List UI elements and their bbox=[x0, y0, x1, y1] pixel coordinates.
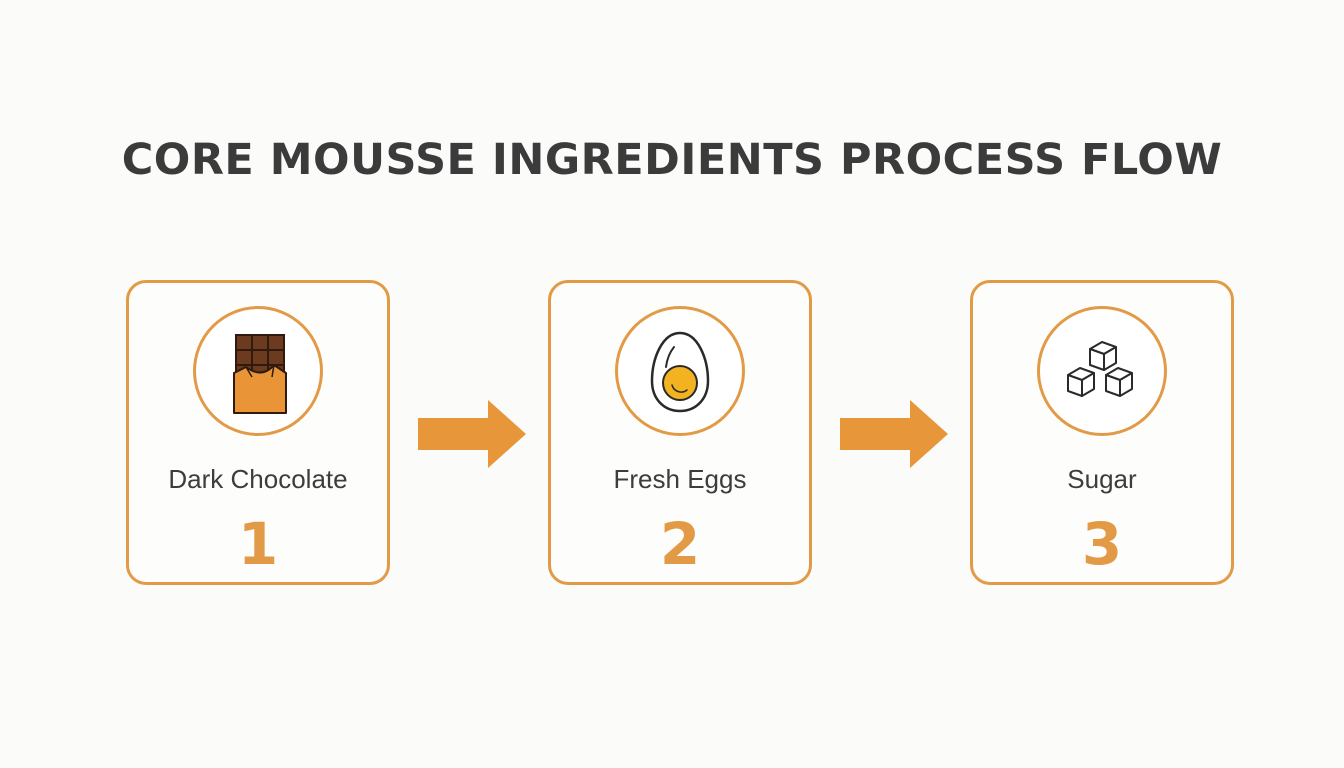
icon-circle bbox=[615, 306, 745, 436]
sugar-cubes-icon bbox=[1067, 341, 1133, 397]
diagram-title: CORE MOUSSE INGREDIENTS PROCESS FLOW bbox=[121, 135, 1223, 185]
step-label: Sugar bbox=[1067, 464, 1137, 494]
arrow-right-icon bbox=[418, 400, 526, 468]
step-number: 1 bbox=[237, 510, 279, 578]
step-number: 2 bbox=[659, 510, 701, 578]
step-label: Fresh Eggs bbox=[613, 464, 747, 494]
chocolate-bar-icon bbox=[233, 334, 287, 414]
step-number: 3 bbox=[1081, 510, 1123, 578]
arrow-right-icon bbox=[840, 400, 948, 468]
step-label: Dark Chocolate bbox=[168, 464, 348, 494]
icon-circle bbox=[1037, 306, 1167, 436]
icon-circle bbox=[193, 306, 323, 436]
step-card-fresh-eggs: Fresh Eggs 2 bbox=[548, 280, 812, 585]
egg-icon bbox=[650, 331, 710, 413]
step-card-dark-chocolate: Dark Chocolate 1 bbox=[126, 280, 390, 585]
step-card-sugar: Sugar 3 bbox=[970, 280, 1234, 585]
